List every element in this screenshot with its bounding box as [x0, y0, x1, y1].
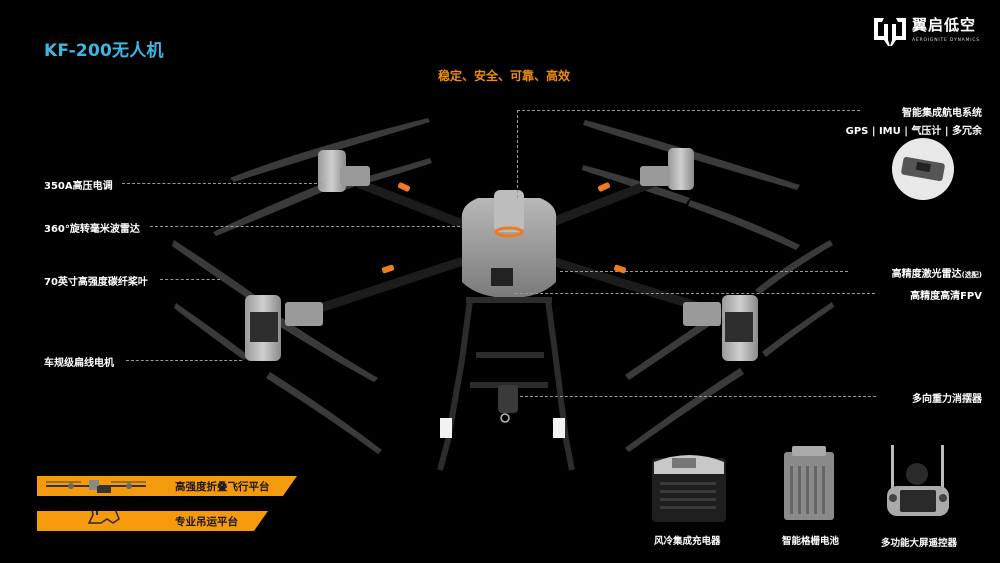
label-damper: 多向重力消摆器 — [912, 394, 982, 405]
label-motor: 车规级扁线电机 — [44, 358, 114, 369]
label-lidar: 高精度激光雷达(选配) — [892, 265, 982, 280]
accessory-battery-label: 智能格栅电池 — [782, 536, 840, 547]
flight-controller-image — [892, 138, 954, 200]
leader-line-propeller — [160, 279, 220, 280]
drone-body — [461, 190, 557, 298]
banner-lifting-platform: 专业吊运平台 — [37, 511, 268, 531]
label-propeller: 70英寸高强度碳纤桨叶 — [44, 277, 148, 288]
leader-line-lidar — [560, 271, 848, 272]
logo-icon — [874, 18, 906, 46]
motor-top-left — [318, 150, 370, 192]
motor-top-right — [640, 148, 694, 190]
leader-line-flight-control — [517, 110, 860, 111]
logo-name-en: AEROIGNITE DYNAMICS — [912, 38, 980, 43]
leader-line-radar — [150, 226, 460, 227]
logo-name-cn: 翼启低空 — [912, 16, 977, 34]
accessory-remote-label: 多功能大屏遥控器 — [881, 538, 958, 549]
brand-logo: 翼启低空 AEROIGNITE DYNAMICS — [870, 10, 990, 50]
leader-line-flight-control-vertical — [517, 110, 518, 198]
propeller-lower-left — [172, 240, 382, 454]
banner-folding-platform-label: 高强度折叠飞行平台 — [175, 481, 270, 493]
label-fpv: 高精度高清FPV — [910, 291, 982, 302]
leader-line-damper — [520, 396, 876, 397]
label-flight-control-sub: GPS | IMU | 气压计 | 多冗余 — [845, 126, 982, 137]
leader-line-motor — [126, 360, 242, 361]
label-lidar-text: 高精度激光雷达 — [891, 269, 962, 280]
banner-folding-platform: 高强度折叠飞行平台 — [37, 476, 297, 496]
flight-controller-icon — [901, 156, 945, 182]
label-esc: 350A高压电调 — [44, 181, 113, 192]
accessory-charger-label: 风冷集成充电器 — [654, 536, 721, 547]
slogan: 稳定、安全、可靠、高效 — [438, 69, 571, 83]
label-radar: 360°旋转毫米波雷达 — [44, 224, 140, 235]
motor-lower-left — [245, 295, 323, 361]
landing-gear-pads — [440, 418, 565, 438]
gravity-damper — [498, 385, 518, 423]
label-flight-control: 智能集成航电系统 — [902, 108, 982, 119]
folded-drone-icon — [41, 476, 151, 496]
label-lidar-note: (选配) — [961, 271, 982, 279]
leader-line-esc — [122, 183, 322, 184]
motor-lower-right — [683, 295, 758, 361]
banner-lifting-platform-label: 专业吊运平台 — [175, 516, 238, 528]
page-title: KF-200无人机 — [44, 41, 164, 61]
leader-line-fpv — [515, 293, 875, 294]
